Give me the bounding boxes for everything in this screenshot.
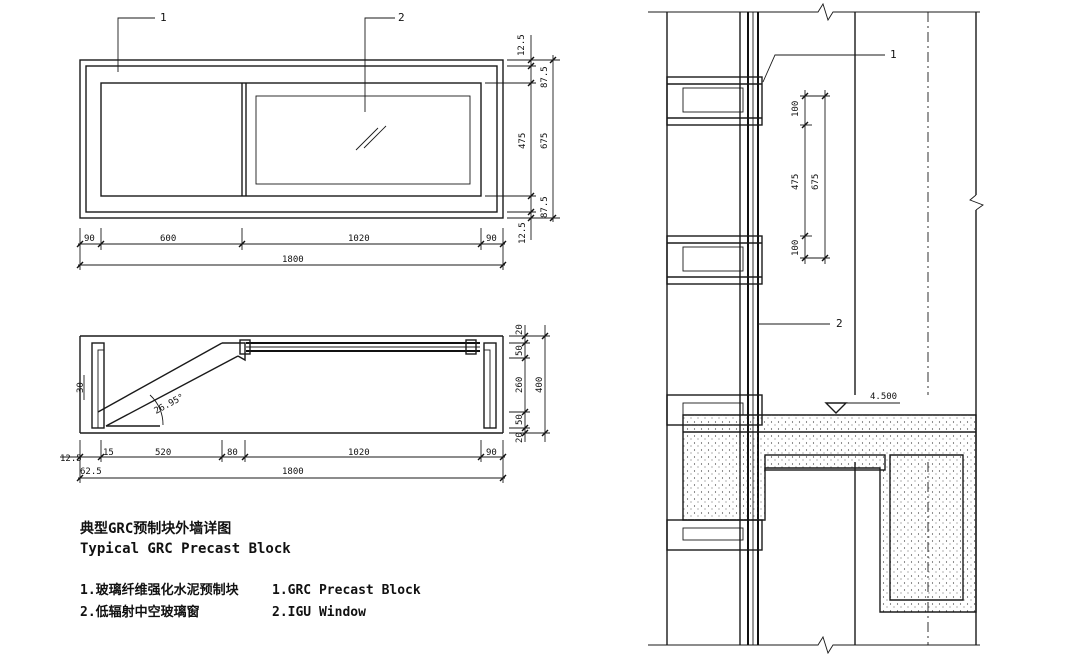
dim-87-5-bottom: 87.5 — [540, 196, 550, 218]
title-block: 典型GRC预制块外墙详图 Typical GRC Precast Block — [80, 520, 291, 557]
dim-90-left: 90 — [84, 234, 95, 244]
elevation-right-dims: 12.5 87.5 475 675 87.5 12.5 — [485, 34, 560, 244]
legend-zh-1: 1.玻璃纤维强化水泥预制块 — [80, 582, 240, 598]
wall-callout-1: 1 — [890, 48, 897, 61]
dim-15: 15 — [103, 448, 114, 458]
section-right-dims: 20 50 260 400 50 20 — [509, 324, 550, 443]
dim-600: 600 — [160, 234, 176, 244]
dim-1020-section: 1020 — [348, 448, 370, 458]
callout-1-label: 1 — [160, 11, 167, 24]
wall-dim-475: 475 — [791, 174, 801, 190]
legend-zh-2: 2.低辐射中空玻璃窗 — [80, 604, 200, 620]
dim-12-5: 12.5 — [60, 454, 82, 464]
level-label: 4.500 — [870, 392, 897, 402]
dim-400: 400 — [535, 377, 545, 393]
legend-en-2: 2.IGU Window — [272, 605, 366, 620]
wall-dim-675: 675 — [811, 174, 821, 190]
dim-50-bottom: 50 — [515, 414, 525, 425]
dim-520: 520 — [155, 448, 171, 458]
grc-block-1 — [666, 76, 763, 126]
dim-675: 675 — [540, 133, 550, 149]
dim-260: 260 — [515, 377, 525, 393]
wall-section-dims: 100 475 675 100 — [791, 90, 830, 264]
wall-callout-2: 2 — [836, 317, 843, 330]
elevation-bottom-dims: 90 600 1020 90 1800 — [76, 228, 507, 270]
dim-12-5-bottom: 12.5 — [518, 222, 528, 244]
grc-block-2 — [666, 235, 763, 285]
dim-20-top: 20 — [515, 324, 525, 335]
elevation-view: 1 2 90 600 1020 90 — [76, 11, 560, 270]
dim-87-5-top: 87.5 — [540, 66, 550, 88]
level-marker: 4.500 — [824, 392, 900, 414]
dim-1020: 1020 — [348, 234, 370, 244]
dim-90-right: 90 — [486, 234, 497, 244]
wall-dim-100-top: 100 — [791, 101, 801, 117]
concrete-slab — [682, 414, 977, 613]
dim-62-5: 62.5 — [80, 467, 102, 477]
angle-label: 26.95° — [153, 393, 186, 417]
dim-80: 80 — [227, 448, 238, 458]
section-bottom-dims: 12.5 15 520 80 1020 90 62.5 1800 — [60, 440, 507, 483]
wall-dim-100-bottom: 100 — [791, 240, 801, 256]
title-en: Typical GRC Precast Block — [80, 541, 291, 557]
wall-section-view: 4.500 100 475 675 100 1 — [648, 2, 984, 655]
dim-12-5-top: 12.5 — [517, 34, 527, 56]
dim-30: 30 — [76, 382, 86, 393]
dim-90-section: 90 — [486, 448, 497, 458]
section-view: 26.95° 30 12 — [60, 324, 550, 483]
dim-50-top: 50 — [515, 345, 525, 356]
title-zh: 典型GRC预制块外墙详图 — [80, 520, 231, 537]
dim-475: 475 — [518, 133, 528, 149]
dim-20-bottom: 20 — [515, 432, 525, 443]
callout-2-label: 2 — [398, 11, 405, 24]
legend: 1.玻璃纤维强化水泥预制块 2.低辐射中空玻璃窗 1.GRC Precast B… — [80, 582, 421, 620]
dim-1800: 1800 — [282, 255, 304, 265]
dim-1800-section: 1800 — [282, 467, 304, 477]
legend-en-1: 1.GRC Precast Block — [272, 583, 421, 598]
